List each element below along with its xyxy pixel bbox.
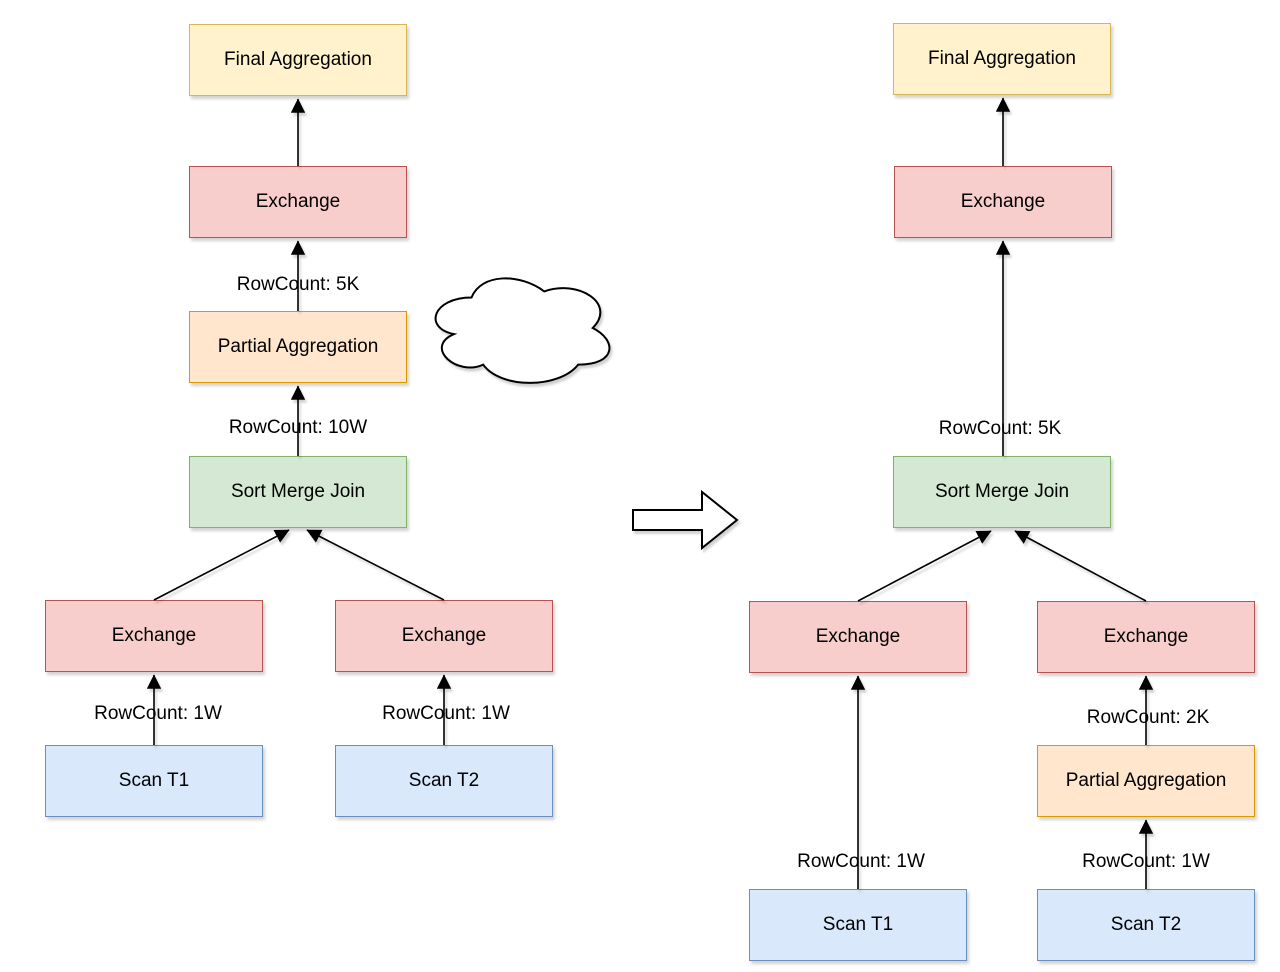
left-edge-exchange-right-to-join (306, 529, 445, 601)
right-edge-exchange-left-to-join (857, 530, 992, 602)
right-final-aggregation-node: Final Aggregation (893, 23, 1111, 95)
right-exchange-top-node: Exchange (894, 166, 1112, 238)
right-edge-exchange-right-to-join (1014, 530, 1147, 602)
transform-arrow (632, 489, 739, 551)
left-edge-exchange-left-to-join (153, 529, 290, 601)
right-rowcount-5k-label: RowCount: 5K (938, 418, 1062, 439)
left-partial-aggregation-node: Partial Aggregation (189, 311, 407, 383)
left-exchange-right-node: Exchange (335, 600, 553, 672)
right-rowcount-1w-t2-label: RowCount: 1W (1082, 851, 1210, 872)
right-scan-t2-node: Scan T2 (1037, 889, 1255, 961)
right-exchange-right-node: Exchange (1037, 601, 1255, 673)
left-rowcount-1w-t2-label: RowCount: 1W (382, 703, 510, 724)
left-exchange-left-node: Exchange (45, 600, 263, 672)
left-rowcount-10w-label: RowCount: 10W (228, 417, 368, 438)
left-exchange-top-node: Exchange (189, 166, 407, 238)
right-partial-aggregation-node: Partial Aggregation (1037, 745, 1255, 817)
right-rowcount-2k-label: RowCount: 2K (1086, 707, 1210, 728)
right-scan-t1-node: Scan T1 (749, 889, 967, 961)
left-sort-merge-join-node: Sort Merge Join (189, 456, 407, 528)
right-rowcount-1w-t1-label: RowCount: 1W (797, 851, 925, 872)
left-rowcount-1w-t1-label: RowCount: 1W (94, 703, 222, 724)
cloud-annotation-text: 收敛率比较高 (459, 319, 575, 341)
left-scan-t1-node: Scan T1 (45, 745, 263, 817)
left-scan-t2-node: Scan T2 (335, 745, 553, 817)
right-exchange-left-node: Exchange (749, 601, 967, 673)
left-final-aggregation-node: Final Aggregation (189, 24, 407, 96)
left-rowcount-5k-label: RowCount: 5K (236, 274, 360, 295)
right-sort-merge-join-node: Sort Merge Join (893, 456, 1111, 528)
